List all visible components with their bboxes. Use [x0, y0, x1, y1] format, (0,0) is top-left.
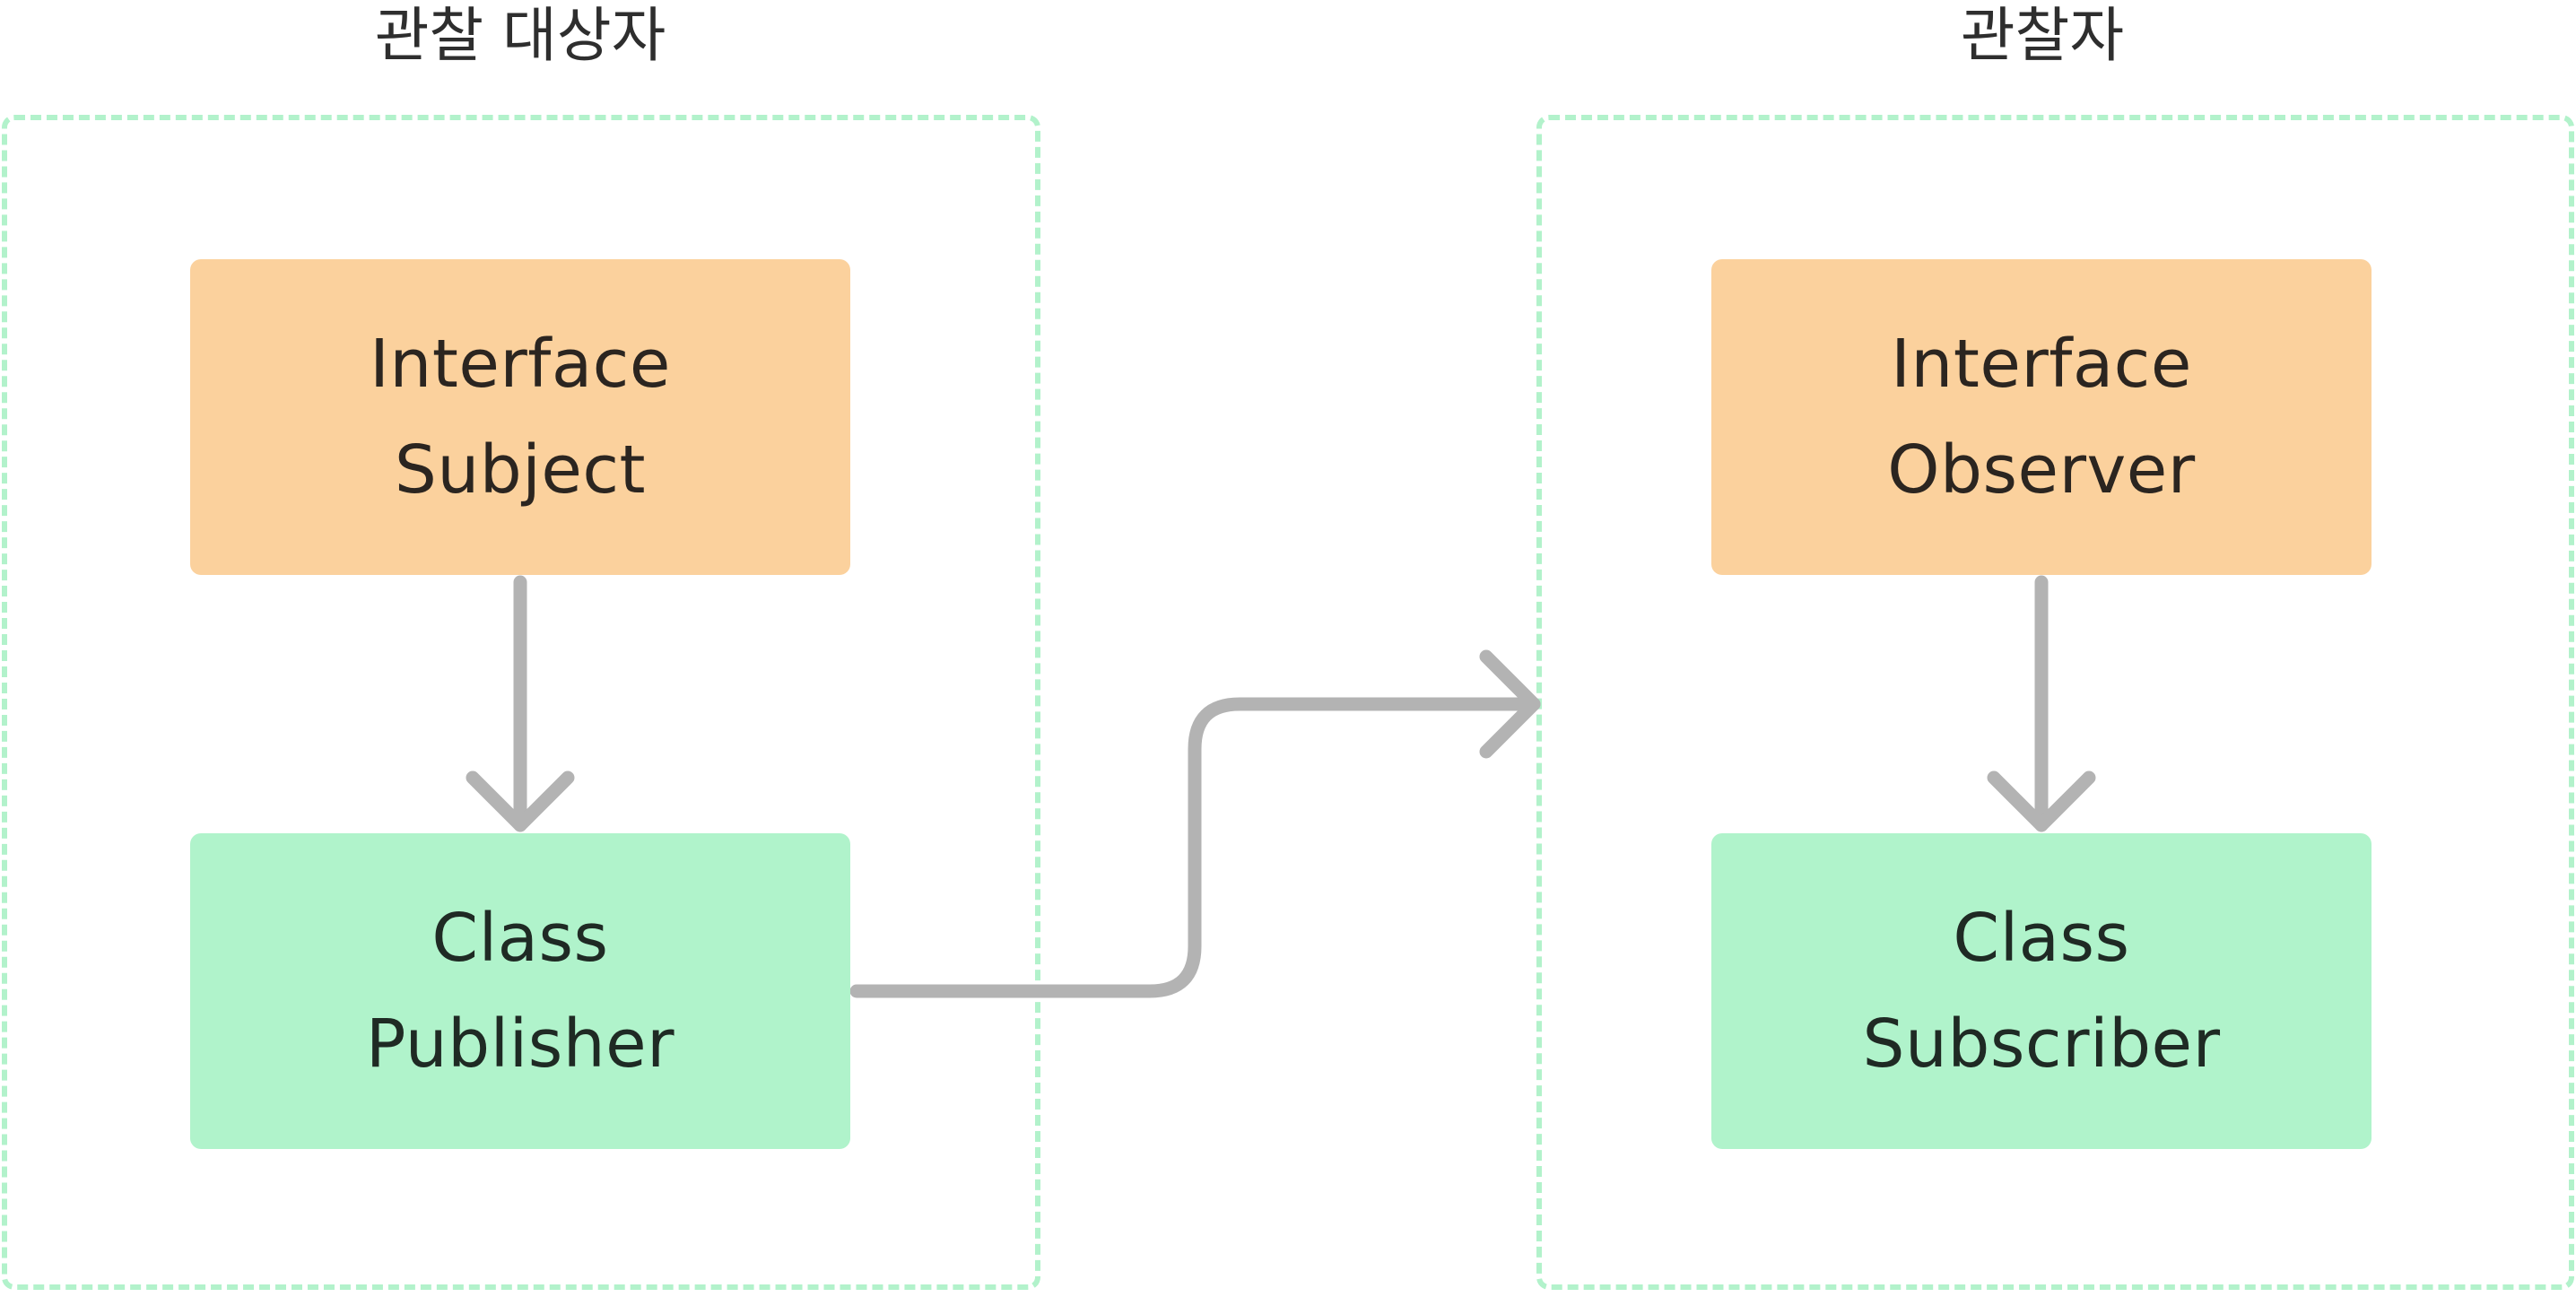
interface-observer-name: Observer — [1887, 431, 2196, 509]
class-publisher-kind: Class — [431, 900, 609, 977]
class-publisher-name: Publisher — [365, 1005, 675, 1083]
observer-group-title: 관찰자 — [1960, 1, 2125, 70]
edge-publisher-to-observer-group-arrowhead — [1479, 649, 1541, 759]
class-subscriber-name: Subscriber — [1862, 1005, 2221, 1083]
interface-observer-box: Interface Observer — [1711, 259, 2371, 575]
interface-subject-name: Subject — [394, 431, 647, 509]
interface-subject-kind: Interface — [370, 326, 671, 403]
subject-group-title: 관찰 대상자 — [374, 1, 666, 70]
class-subscriber-box: Class Subscriber — [1711, 833, 2371, 1149]
interface-subject-box: Interface Subject — [190, 259, 850, 575]
class-publisher-box: Class Publisher — [190, 833, 850, 1149]
class-subscriber-kind: Class — [1953, 900, 2130, 977]
interface-observer-kind: Interface — [1891, 326, 2192, 403]
